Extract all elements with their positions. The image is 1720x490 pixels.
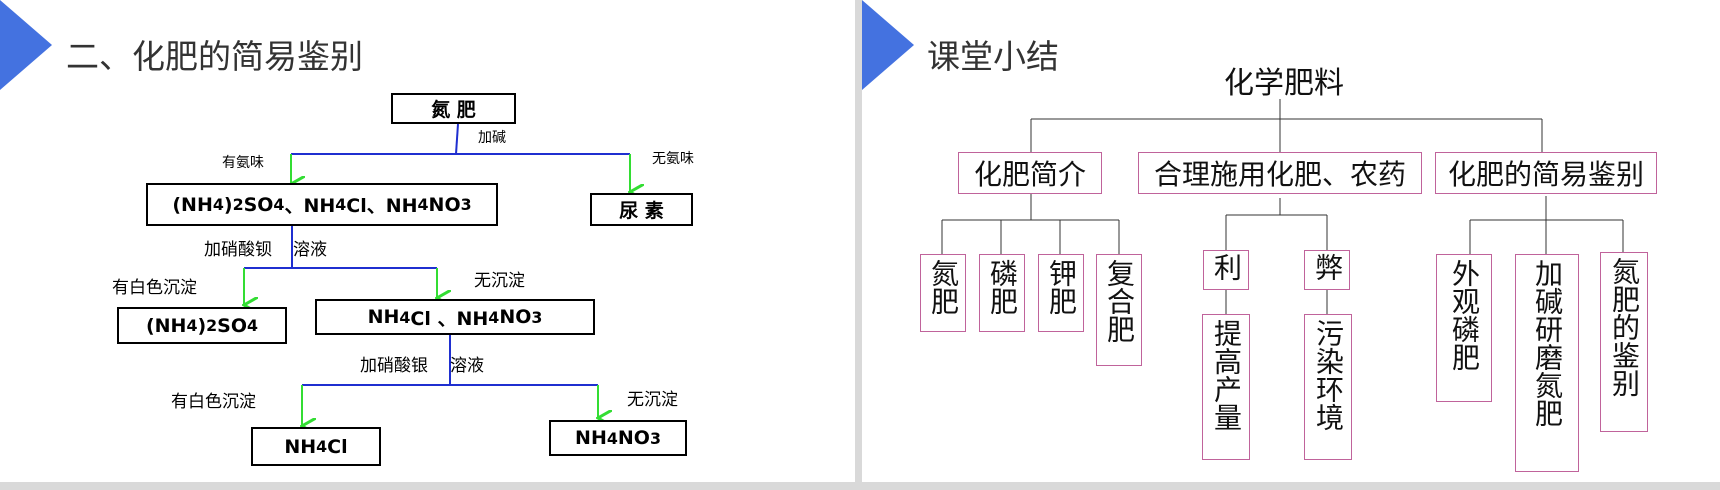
slide-title: 二、化肥的简易鉴别 (66, 37, 363, 76)
accent-triangle (0, 0, 52, 90)
leaf-base-grinding: 加碱研磨氮肥 (1515, 254, 1579, 472)
leaf-compound: 复合肥 (1096, 254, 1142, 366)
leaf-appearance: 外观磷肥 (1436, 254, 1492, 402)
root-node: 化学肥料 (1224, 66, 1344, 101)
leaf-pros: 利 (1203, 250, 1249, 290)
white-precipitate-label-2: 有白色沉淀 (171, 392, 256, 412)
no-precipitate-label-2: 无沉淀 (627, 390, 678, 410)
leaf-nitrogen-identification: 氮肥的鉴别 (1600, 252, 1648, 432)
branch-usage: 合理施用化肥、农药 (1138, 152, 1422, 194)
add-silver-nitrate-label: 加硝酸银 (360, 356, 428, 376)
slide-title: 课堂小结 (927, 37, 1059, 76)
add-base-label: 加碱 (478, 130, 506, 146)
urea-box: 尿 素 (590, 193, 693, 226)
nitrogen-fertilizer-box: 氮 肥 (391, 93, 516, 124)
flow-lines (0, 123, 855, 482)
add-barium-nitrate-label: 加硝酸钡 (204, 240, 272, 260)
has-ammonia-label: 有氨味 (222, 155, 264, 171)
solution-label-2: 溶液 (450, 356, 484, 376)
leaf-nitrogen: 氮肥 (920, 254, 966, 332)
white-precipitate-label-1: 有白色沉淀 (112, 278, 197, 298)
leaf-phosphorus: 磷肥 (979, 254, 1025, 332)
branch-identification: 化肥的简易鉴别 (1435, 152, 1657, 194)
leaf-potassium: 钾肥 (1038, 254, 1084, 332)
slide-right: 课堂小结 (862, 0, 1720, 482)
branch-intro: 化肥简介 (958, 152, 1102, 194)
leaf-cons: 弊 (1304, 250, 1350, 290)
tree-lines (941, 99, 1624, 314)
leaf-increase-yield: 提高产量 (1202, 314, 1250, 460)
no-ammonia-label: 无氨味 (652, 151, 694, 167)
accent-triangle (862, 0, 914, 90)
no-precipitate-label-1: 无沉淀 (474, 271, 525, 291)
leaf-pollution: 污染环境 (1304, 314, 1352, 460)
solution-label-1: 溶液 (293, 240, 327, 260)
